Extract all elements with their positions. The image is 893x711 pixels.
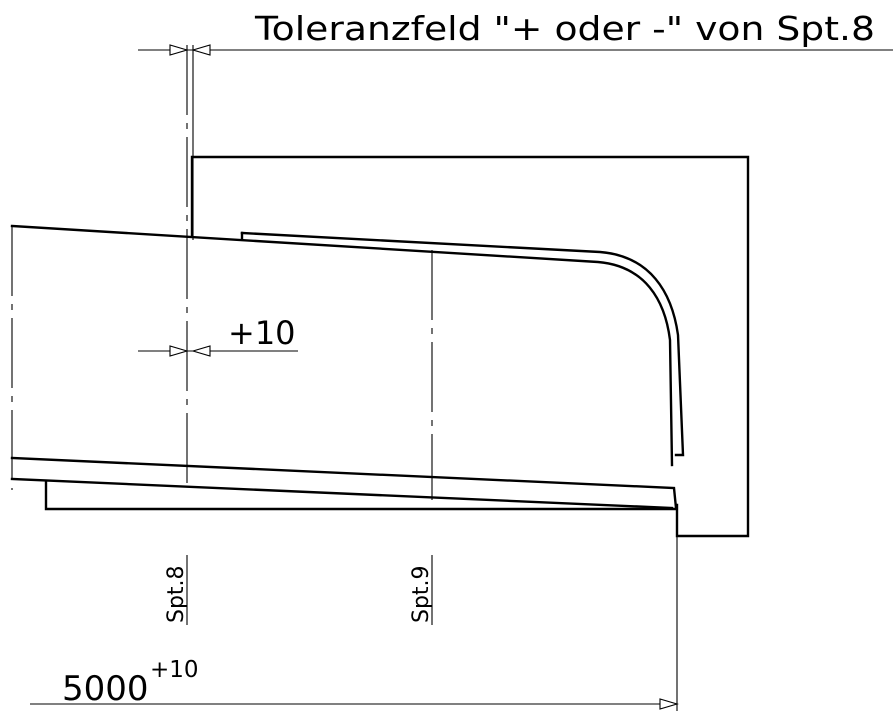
frame8-label: Spt.8 xyxy=(164,565,189,623)
length-arrow-right xyxy=(659,698,679,710)
plate-top-edge xyxy=(10,224,674,467)
flange-outer-edge xyxy=(240,231,685,457)
offset-dimension-label: +10 xyxy=(228,314,296,352)
outer-frame-outline xyxy=(190,155,750,538)
lower-plate-top xyxy=(10,456,678,510)
lower-flange xyxy=(44,479,678,511)
tolerance-arrow-left xyxy=(169,44,189,56)
offset-arrow-left xyxy=(169,345,189,357)
tolerance-arrow-right xyxy=(191,44,211,56)
tolerance-note: Toleranzfeld "+ oder -" von Spt.8 xyxy=(254,9,875,48)
length-value: 5000 xyxy=(62,669,149,709)
offset-arrow-right xyxy=(191,345,211,357)
lower-plate-bottom xyxy=(10,477,674,510)
frame9-label: Spt.9 xyxy=(409,565,434,623)
length-tolerance: +10 xyxy=(150,657,199,683)
